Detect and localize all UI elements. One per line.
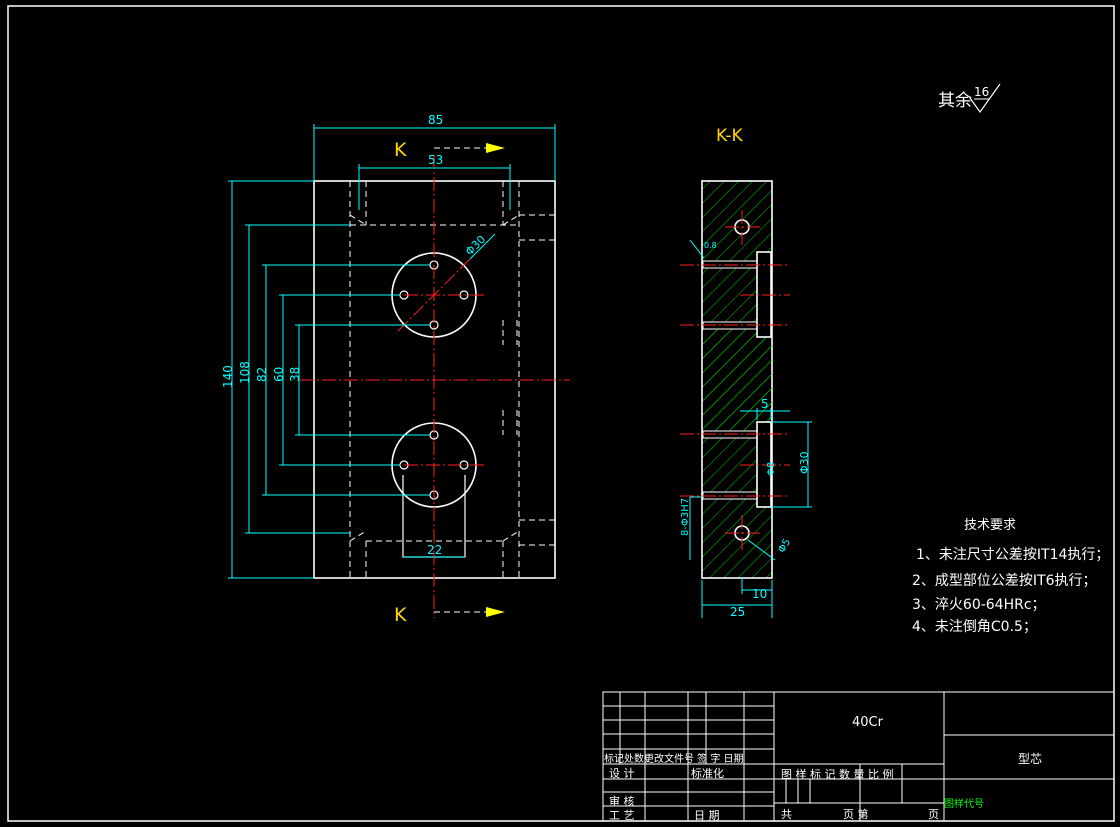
section-mark-top: K [394, 139, 407, 161]
date-label: 日 期 [694, 809, 720, 822]
front-view: 85 53 140 108 82 60 38 22 Φ30 K K [221, 113, 570, 626]
process-label: 工 艺 [609, 809, 635, 822]
standardize-label: 标准化 [691, 767, 724, 780]
dim-section-depth: 10 [752, 587, 767, 601]
roughness-symbol: 其余 16 [938, 83, 1001, 114]
dim-82: 82 [255, 367, 269, 382]
dim-slot: 22 [427, 543, 442, 557]
total-sheets: 共 [781, 808, 792, 821]
label-columns: 图 样 标 记 数 量 比 例 [781, 768, 894, 781]
dim-inner-width: 53 [428, 153, 443, 167]
tech-requirements-title: 技术要求 [964, 518, 1017, 533]
dim-section-step: 5 [761, 397, 769, 411]
tech-req-1: 1、未注尺寸公差按IT14执行； [916, 547, 1110, 563]
dim-section-dia: Φ30 [798, 451, 811, 474]
section-view: K-K [680, 126, 812, 619]
section-mark-bottom: K [394, 604, 407, 626]
dim-height: 140 [221, 365, 235, 388]
sheet-end: 页 [928, 808, 939, 821]
hidden-lines [349, 181, 555, 578]
title-block [602, 691, 1115, 822]
dim-section-thread: 8-Φ3H7 [680, 498, 691, 536]
revision-header: 标记处数更改文件号 签 字 日期 [604, 754, 744, 765]
dim-section-chamfer: 0.8 [704, 241, 717, 250]
dim-section-width: 25 [730, 605, 745, 619]
dim-108: 108 [238, 361, 252, 384]
dimension-lines [228, 124, 556, 579]
drawing-border [7, 5, 1115, 822]
review-label: 审 核 [609, 795, 635, 808]
tech-req-4: 4、未注倒角C0.5； [912, 619, 1037, 635]
drawing-code-label: 图样代号 [944, 799, 984, 810]
tech-req-2: 2、成型部位公差按IT6执行； [912, 573, 1097, 589]
section-title: K-K [716, 126, 743, 146]
section-arrow-bottom [434, 607, 505, 617]
material-label: 40Cr [852, 715, 883, 730]
dim-section-small: Φ5 [777, 537, 794, 555]
dim-dia: Φ30 [463, 233, 488, 258]
dim-section-dia2: Φ8 [766, 462, 777, 476]
dim-38: 38 [288, 367, 302, 382]
part-name: 型芯 [1018, 752, 1043, 766]
dim-60: 60 [272, 367, 286, 382]
dim-width: 85 [428, 113, 443, 127]
sheet-label: 页 第 [843, 808, 869, 821]
roughness-prefix: 其余 [938, 91, 972, 111]
design-label: 设 计 [609, 767, 635, 780]
tech-req-3: 3、淬火60-64HRc； [912, 597, 1046, 613]
section-arrow-top [434, 143, 505, 153]
roughness-value: 16 [974, 85, 989, 99]
